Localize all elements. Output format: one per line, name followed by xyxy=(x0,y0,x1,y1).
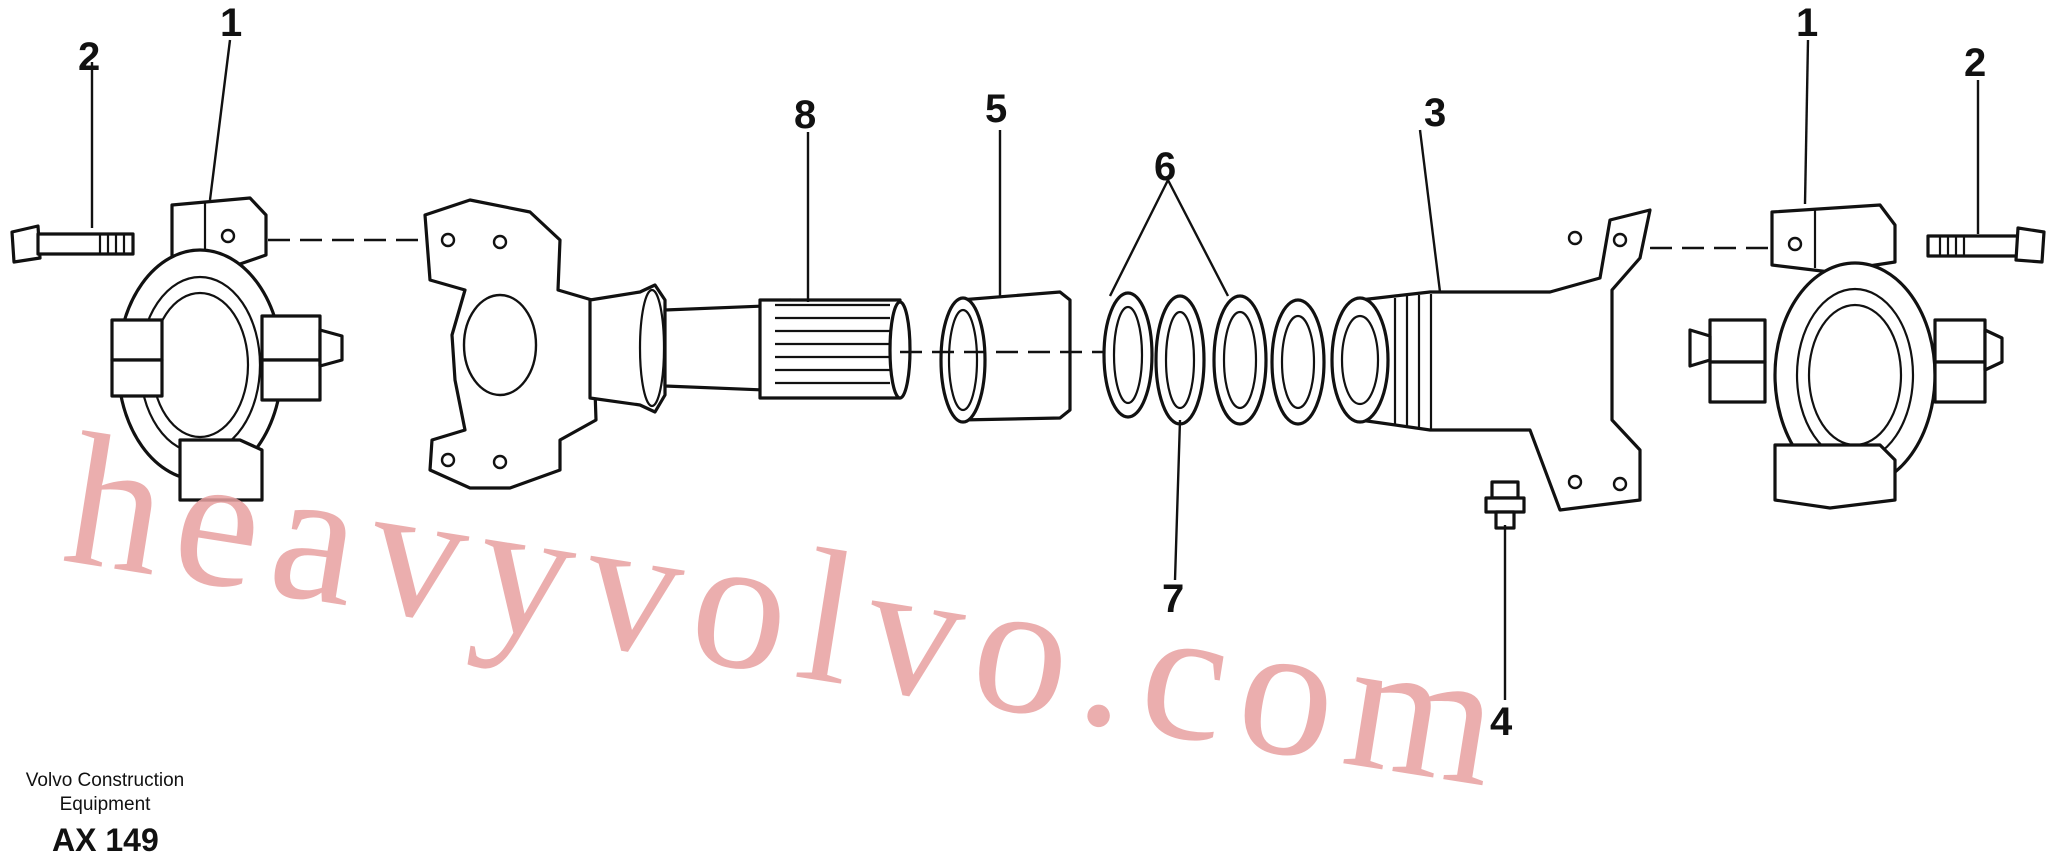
right-bearing-cap xyxy=(1770,203,1897,274)
right-cross-spider xyxy=(1688,261,2004,510)
callout-1-right: 1 xyxy=(1796,1,1818,45)
callout-2-right: 2 xyxy=(1964,41,1986,85)
callout-3: 3 xyxy=(1424,91,1446,135)
callout-8: 8 xyxy=(794,93,816,137)
left-bolt xyxy=(10,224,135,264)
callout-4: 4 xyxy=(1490,700,1513,744)
slip-yoke xyxy=(1330,208,1652,512)
callout-labels: 2 1 8 5 6 7 3 4 1 2 xyxy=(78,1,1986,744)
left-cross-spider xyxy=(110,248,344,502)
leader-lines xyxy=(90,39,1980,700)
callout-7: 7 xyxy=(1162,577,1184,621)
callout-1-left: 1 xyxy=(220,1,242,45)
callout-2-left: 2 xyxy=(78,35,100,79)
left-yoke xyxy=(423,198,598,490)
illustration-code: AX 149 xyxy=(52,822,159,858)
seal-rings xyxy=(1102,291,1326,426)
splined-shaft xyxy=(588,283,912,414)
company-name-line1: Volvo Construction xyxy=(25,770,185,791)
right-bolt xyxy=(1926,226,2046,264)
company-name-line2: Equipment xyxy=(59,794,151,815)
callout-6: 6 xyxy=(1154,145,1176,189)
callout-5: 5 xyxy=(985,87,1007,131)
sleeve xyxy=(900,290,1130,424)
grease-nipple xyxy=(1484,480,1526,530)
